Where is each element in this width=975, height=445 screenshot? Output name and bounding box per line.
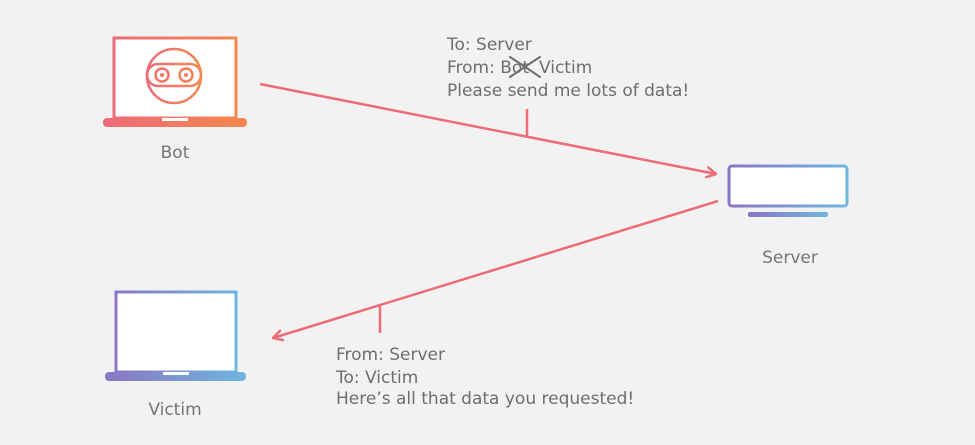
response-line-to: To: Victim bbox=[335, 368, 418, 388]
request-from-struck: Bot bbox=[500, 58, 529, 78]
server-node: Server bbox=[727, 164, 849, 268]
victim-node: Victim bbox=[105, 290, 246, 420]
request-from-spoofed: Victim bbox=[539, 58, 592, 78]
bot-node: Bot bbox=[103, 36, 247, 163]
cross-out-icon bbox=[509, 56, 541, 78]
request-arrow bbox=[259, 82, 716, 174]
laptop-icon bbox=[105, 290, 246, 381]
victim-label: Victim bbox=[148, 400, 201, 420]
response-arrow bbox=[273, 199, 719, 338]
robot-laptop-icon bbox=[103, 36, 247, 127]
response-message: From: Server To: Victim Here’s all that … bbox=[335, 345, 634, 409]
request-line-to: To: Server bbox=[446, 35, 532, 55]
request-message: To: Server From: Bot Victim Please send m… bbox=[446, 35, 689, 101]
response-line-from: From: Server bbox=[336, 345, 445, 365]
request-line-from: From: Bot Victim bbox=[447, 58, 592, 78]
bot-label: Bot bbox=[161, 143, 190, 163]
server-icon bbox=[727, 164, 849, 217]
request-line-body: Please send me lots of data! bbox=[447, 81, 689, 101]
response-line-body: Here’s all that data you requested! bbox=[336, 389, 634, 409]
server-label: Server bbox=[762, 248, 818, 268]
request-from-prefix: From: bbox=[447, 58, 500, 78]
